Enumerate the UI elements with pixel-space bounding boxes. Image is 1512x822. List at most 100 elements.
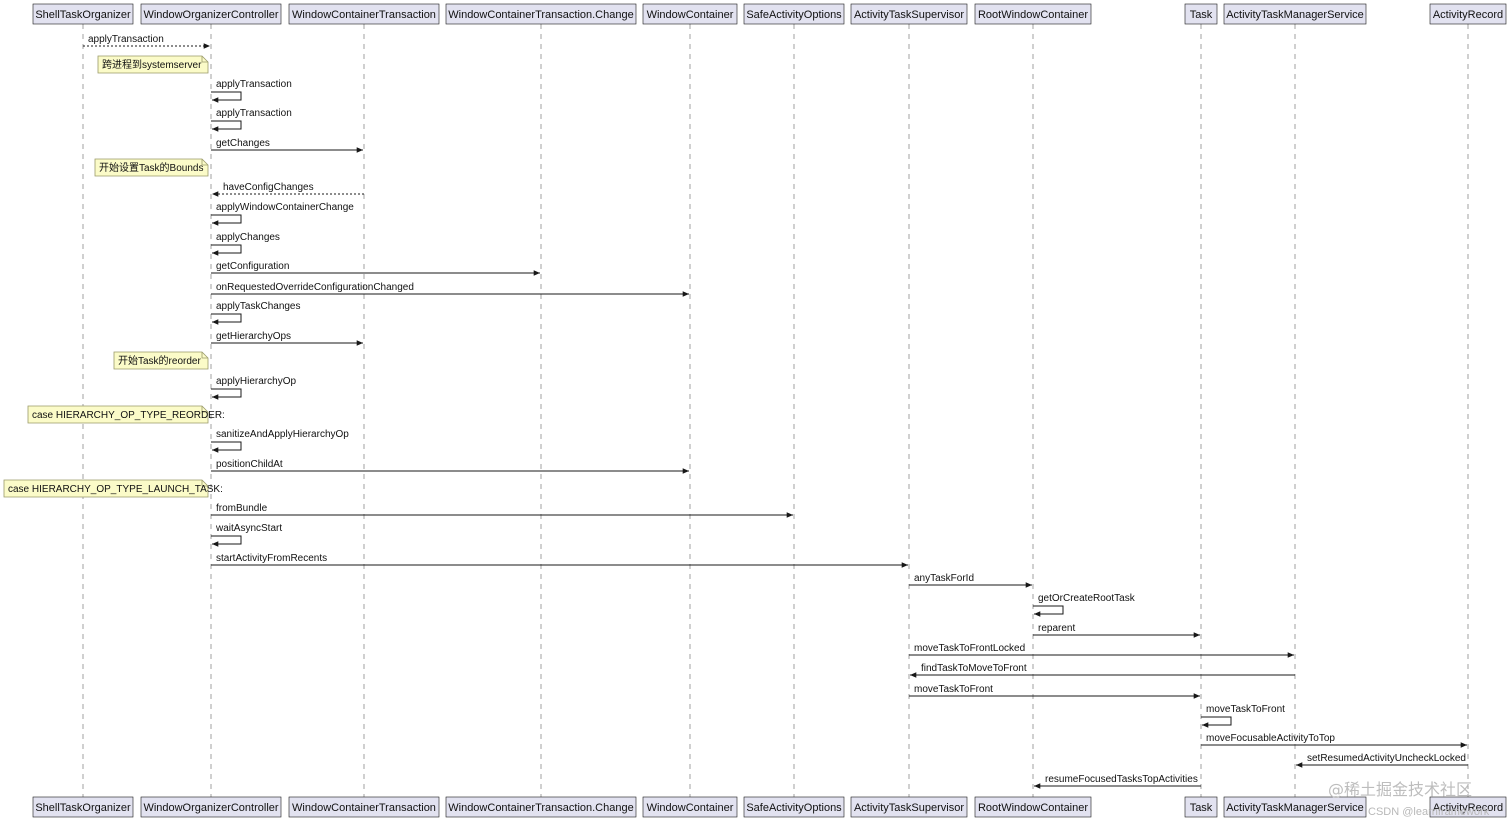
message-label: anyTaskForId — [914, 573, 974, 584]
message-label: applyTransaction — [216, 79, 292, 90]
participant-label-wctc-bottom: WindowContainerTransaction.Change — [448, 802, 633, 814]
participant-box-ats-bottom — [850, 796, 968, 818]
participant-box-rwc-bottom — [974, 796, 1092, 818]
participant-label-ar-top: ActivityRecord — [1433, 9, 1503, 21]
participant-label-atms-bottom: ActivityTaskManagerService — [1226, 802, 1364, 814]
note-text: case HIERARCHY_OP_TYPE_REORDER: — [32, 410, 225, 421]
participant-box-woc-top — [140, 3, 282, 25]
lifelines — [82, 24, 1469, 797]
note-text: 跨进程到systemserver — [102, 59, 202, 71]
participant-box-wc-top — [642, 3, 738, 25]
participant-label-wct-bottom: WindowContainerTransaction — [292, 802, 436, 814]
self-message-arrow — [211, 388, 242, 400]
message-label: reparent — [1038, 623, 1075, 634]
participant-label-atms-top: ActivityTaskManagerService — [1226, 9, 1364, 21]
participant-box-task-top — [1184, 3, 1218, 25]
participant-box-sao-top — [743, 3, 845, 25]
participant-box-task-bottom — [1184, 796, 1218, 818]
participant-label-sao-bottom: SafeActivityOptions — [746, 802, 842, 814]
participant-box-wctc-top — [445, 3, 637, 25]
notes: 跨进程到systemserver 开始设置Task的Bounds 开始Task的re… — [3, 55, 225, 498]
participant-box-atms-top — [1223, 3, 1367, 25]
participant-label-ats-top: ActivityTaskSupervisor — [854, 9, 964, 21]
note-fold — [201, 352, 208, 359]
note-fold — [201, 56, 208, 63]
note-text: case HIERARCHY_OP_TYPE_LAUNCH_TASK: — [8, 484, 223, 495]
watermark-main: @稀土掘金技术社区 — [1328, 780, 1472, 799]
note-fold — [201, 159, 208, 166]
note-box — [113, 351, 209, 370]
participant-label-wct-top: WindowContainerTransaction — [292, 9, 436, 21]
message-label: moveTaskToFront — [1206, 704, 1285, 715]
participant-box-wct-bottom — [288, 796, 440, 818]
message-label: fromBundle — [216, 503, 268, 514]
self-message-arrow — [211, 120, 242, 132]
participant-box-shell-top — [32, 3, 134, 25]
participant-box-ar-top — [1429, 3, 1507, 25]
participant-label-wc-top: WindowContainer — [647, 9, 734, 21]
participant-box-wc-bottom — [642, 796, 738, 818]
message-label: moveFocusableActivityToTop — [1206, 733, 1335, 744]
note-box — [3, 479, 209, 498]
message-label: setResumedActivityUncheckLocked — [1307, 753, 1466, 764]
message-label: getConfiguration — [216, 261, 289, 272]
message-label: waitAsyncStart — [215, 523, 282, 534]
participant-label-ar-bottom: ActivityRecord — [1433, 802, 1503, 814]
participant-label-rwc-bottom: RootWindowContainer — [978, 802, 1088, 814]
watermark-sub: CSDN @learnframework — [1368, 806, 1490, 818]
note-text: 开始设置Task的Bounds — [99, 161, 203, 174]
message-label: positionChildAt — [216, 459, 283, 470]
message-label: applyTaskChanges — [216, 301, 301, 312]
messages: applyTransaction applyTransaction applyTra… — [83, 34, 1468, 789]
message-label: applyChanges — [216, 232, 280, 243]
note-box — [97, 55, 209, 74]
message-label: startActivityFromRecents — [216, 553, 327, 564]
self-message-arrow — [211, 313, 242, 325]
message-label: applyTransaction — [216, 108, 292, 119]
participant-box-woc-bottom — [140, 796, 282, 818]
message-label: applyTransaction — [88, 34, 164, 45]
participant-label-wc-bottom: WindowContainer — [647, 802, 734, 814]
note-fold — [201, 480, 208, 487]
participant-label-shell-top: ShellTaskOrganizer — [35, 9, 131, 21]
message-label: moveTaskToFrontLocked — [914, 643, 1025, 654]
message-label: applyHierarchyOp — [216, 376, 296, 387]
message-label: moveTaskToFront — [914, 684, 993, 695]
participant-heads-top: ShellTaskOrganizer WindowOrganizerControl… — [32, 3, 1507, 25]
participant-box-wctc-bottom — [445, 796, 637, 818]
participant-box-shell-bottom — [32, 796, 134, 818]
self-message-arrow — [211, 91, 242, 103]
message-label: getChanges — [216, 138, 270, 149]
self-message-arrow — [1201, 716, 1232, 728]
participant-label-sao-top: SafeActivityOptions — [746, 9, 842, 21]
note-fold — [201, 406, 208, 413]
participant-box-ats-top — [850, 3, 968, 25]
self-message-arrow — [211, 214, 242, 226]
participant-label-woc-top: WindowOrganizerController — [143, 9, 278, 21]
message-label: getHierarchyOps — [216, 331, 291, 342]
self-message-arrow — [211, 441, 242, 453]
participant-label-task-top: Task — [1190, 9, 1213, 21]
message-label: applyWindowContainerChange — [216, 202, 354, 213]
participant-box-wct-top — [288, 3, 440, 25]
participant-box-atms-bottom — [1223, 796, 1367, 818]
message-label: getOrCreateRootTask — [1038, 593, 1136, 604]
message-label: resumeFocusedTasksTopActivities — [1045, 774, 1198, 785]
participant-label-rwc-top: RootWindowContainer — [978, 9, 1088, 21]
participant-label-ats-bottom: ActivityTaskSupervisor — [854, 802, 964, 814]
participant-label-woc-bottom: WindowOrganizerController — [143, 802, 278, 814]
participant-box-rwc-top — [974, 3, 1092, 25]
message-label: findTaskToMoveToFront — [921, 663, 1027, 674]
self-message-arrow — [1033, 605, 1064, 617]
self-message-arrow — [211, 535, 242, 547]
note-box — [27, 405, 209, 424]
message-label: sanitizeAndApplyHierarchyOp — [216, 429, 349, 440]
note-text: 开始Task的reorder — [118, 354, 201, 367]
participant-box-sao-bottom — [743, 796, 845, 818]
self-message-arrow — [211, 244, 242, 256]
participant-box-ar-bottom — [1429, 796, 1507, 818]
participant-label-wctc-top: WindowContainerTransaction.Change — [448, 9, 633, 21]
watermark: @稀土掘金技术社区 CSDN @learnframework — [1328, 780, 1490, 818]
